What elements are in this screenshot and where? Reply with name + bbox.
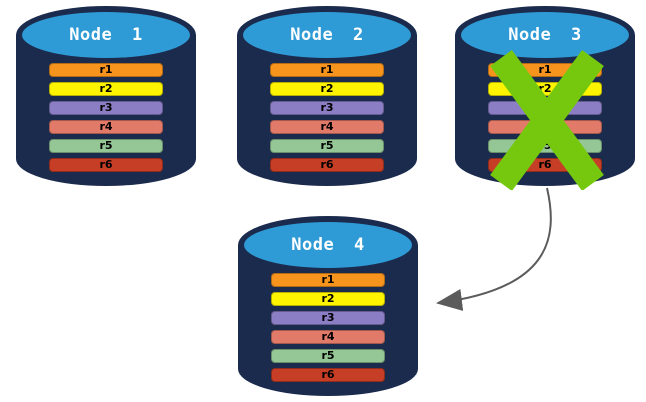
node-title: Node 4 [291, 235, 365, 255]
row-r5: r5 [271, 349, 385, 363]
row-r3: r3 [49, 101, 163, 115]
row-r6: r6 [271, 368, 385, 382]
failure-x-icon [490, 50, 604, 190]
row-r3: r3 [271, 311, 385, 325]
row-r5: r5 [270, 139, 384, 153]
row-stack: r1 r2 r3 r4 r5 r6 [271, 273, 385, 387]
node-title: Node 1 [69, 25, 143, 45]
replication-arrow [436, 187, 552, 311]
row-r1: r1 [270, 63, 384, 77]
row-stack: r1 r2 r3 r4 r5 r6 [270, 63, 384, 177]
cylinder-top: Node 2 [237, 6, 417, 64]
cylinder-top: Node 1 [16, 6, 196, 64]
row-r6: r6 [270, 158, 384, 172]
row-r4: r4 [271, 330, 385, 344]
arrow-curve [436, 187, 552, 311]
row-r5: r5 [49, 139, 163, 153]
row-r1: r1 [271, 273, 385, 287]
cylinder-top: Node 3 [455, 6, 635, 64]
row-r2: r2 [49, 82, 163, 96]
row-r4: r4 [270, 120, 384, 134]
row-r3: r3 [270, 101, 384, 115]
node-title: Node 2 [290, 25, 364, 45]
node-3-failed: Node 3 r1 r2 r3 r4 r5 r6 [455, 6, 635, 190]
row-r1: r1 [49, 63, 163, 77]
row-r6: r6 [49, 158, 163, 172]
node-2: Node 2 r1 r2 r3 r4 r5 r6 [237, 6, 417, 186]
cylinder-top: Node 4 [238, 216, 418, 274]
node-4: Node 4 r1 r2 r3 r4 r5 r6 [238, 216, 418, 396]
row-stack: r1 r2 r3 r4 r5 r6 [49, 63, 163, 177]
row-r4: r4 [49, 120, 163, 134]
row-r2: r2 [270, 82, 384, 96]
node-title: Node 3 [508, 25, 582, 45]
row-r2: r2 [271, 292, 385, 306]
node-1: Node 1 r1 r2 r3 r4 r5 r6 [16, 6, 196, 186]
